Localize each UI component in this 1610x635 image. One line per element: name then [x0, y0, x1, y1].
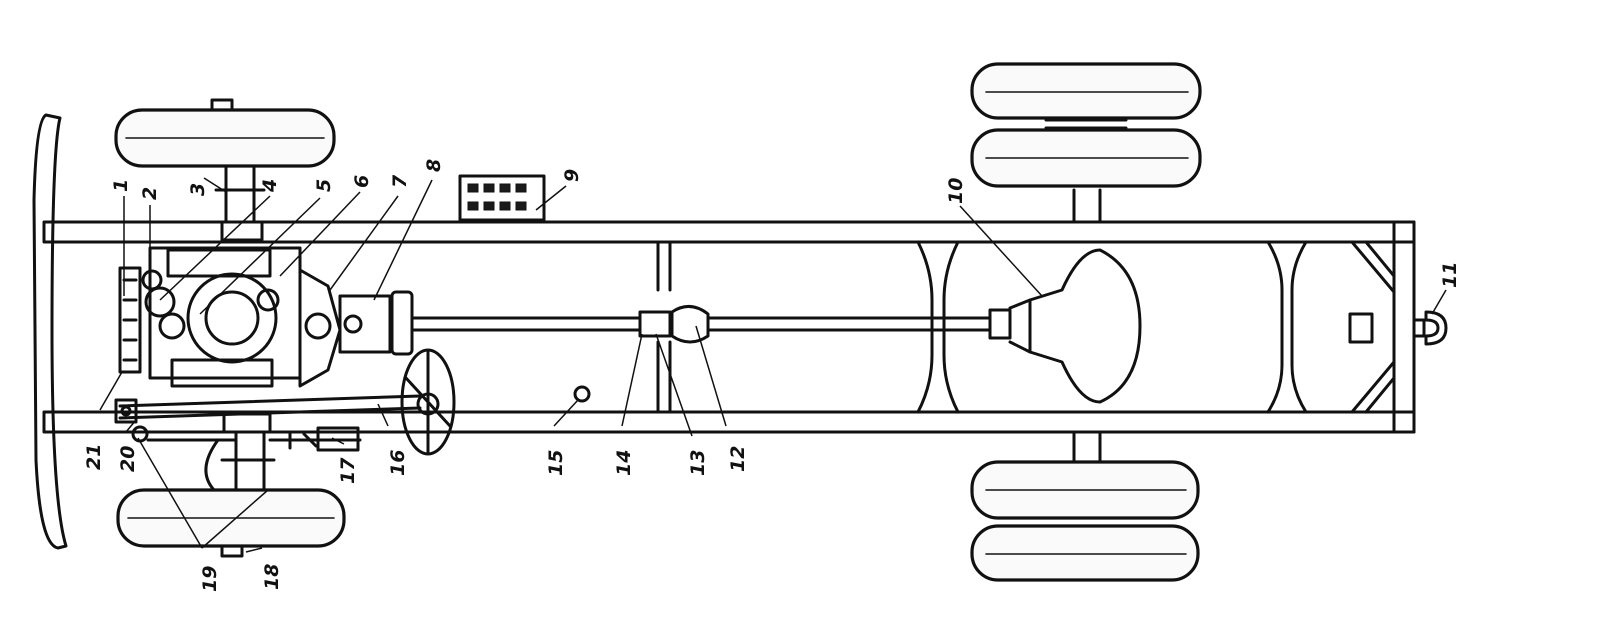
cross-member-1 [656, 240, 672, 414]
chassis-frame [42, 220, 1416, 434]
fuel-tank-cap [573, 385, 591, 403]
front-propeller-shaft [410, 316, 642, 332]
callout-8: 8 [423, 159, 445, 172]
pedal-linkage [268, 430, 362, 450]
callout-1: 1 [110, 179, 132, 192]
valve-cover-bottom [170, 358, 274, 388]
rear-right-axle-shaft [1044, 516, 1128, 528]
steering-wheel [400, 348, 456, 456]
air-filter [144, 286, 176, 318]
rear-right-outer-tire [970, 524, 1200, 582]
callout-leaders [99, 177, 1447, 553]
cross-member-2 [916, 240, 960, 414]
callout-21: 21 [83, 444, 105, 470]
callout-18: 18 [261, 564, 283, 590]
front-left-hub-cap [210, 98, 234, 112]
towing-hook [1348, 310, 1448, 346]
universal-joint [670, 305, 710, 344]
callout-12: 12 [727, 446, 749, 472]
gearbox [298, 268, 342, 388]
differential-neck [1008, 298, 1032, 354]
rear-left-axle-shaft [1044, 118, 1128, 130]
radiator-fan [118, 266, 142, 374]
distributor [256, 288, 280, 312]
transfer-case-port [343, 314, 363, 334]
rear-cross-member [1392, 220, 1416, 434]
callout-10: 10 [945, 178, 967, 204]
steering-drag-link [118, 394, 422, 420]
flywheel-housing [186, 272, 278, 364]
callout-14: 14 [613, 450, 635, 476]
rear-frame-brace [1350, 240, 1396, 414]
steering-gear-box [114, 398, 138, 424]
callout-3: 3 [187, 183, 209, 196]
steering-wheel-hub [416, 392, 440, 416]
front-right-hub-cap [220, 544, 244, 558]
front-axle [204, 164, 276, 492]
steering-wheel-spokes [404, 350, 452, 454]
rear-axle [1008, 188, 1142, 468]
tie-rod [146, 430, 238, 442]
parking-brake-drum [390, 290, 414, 356]
callout-4: 4 [259, 179, 281, 193]
rear-left-outer-tire [970, 62, 1202, 120]
callout-13: 13 [687, 450, 709, 476]
callout-2: 2 [139, 187, 161, 200]
steering-gear-pivot [120, 405, 132, 417]
callout-15: 15 [545, 450, 567, 476]
callout-9: 9 [561, 169, 583, 182]
callout-11: 11 [1439, 262, 1461, 288]
valve-cover-top [166, 248, 272, 278]
differential-housing [1028, 248, 1142, 404]
flywheel-inner [204, 290, 260, 346]
fuel-pump [141, 269, 163, 291]
battery-pack [458, 174, 546, 222]
callout-7: 7 [389, 174, 411, 188]
callout-20: 20 [117, 446, 139, 472]
tie-rod-end [131, 425, 149, 443]
oil-filter [158, 312, 186, 340]
callout-5: 5 [313, 179, 335, 192]
callout-6: 6 [351, 175, 373, 188]
rear-universal-joint [988, 308, 1012, 340]
intermediate-support [638, 310, 672, 338]
callout-19: 19 [199, 566, 221, 592]
transfer-case [338, 294, 392, 354]
gearbox-cover [304, 312, 332, 340]
cross-member-3 [1266, 240, 1308, 414]
front-bumper [32, 113, 68, 550]
callout-17: 17 [337, 457, 359, 484]
engine [118, 246, 342, 388]
callout-16: 16 [387, 450, 409, 476]
rear-propeller-shaft [706, 316, 992, 332]
callout-labels: 1 2 3 4 5 6 7 8 9 10 11 12 13 14 15 16 1… [83, 159, 1461, 592]
brake-master-cylinder [316, 426, 360, 452]
